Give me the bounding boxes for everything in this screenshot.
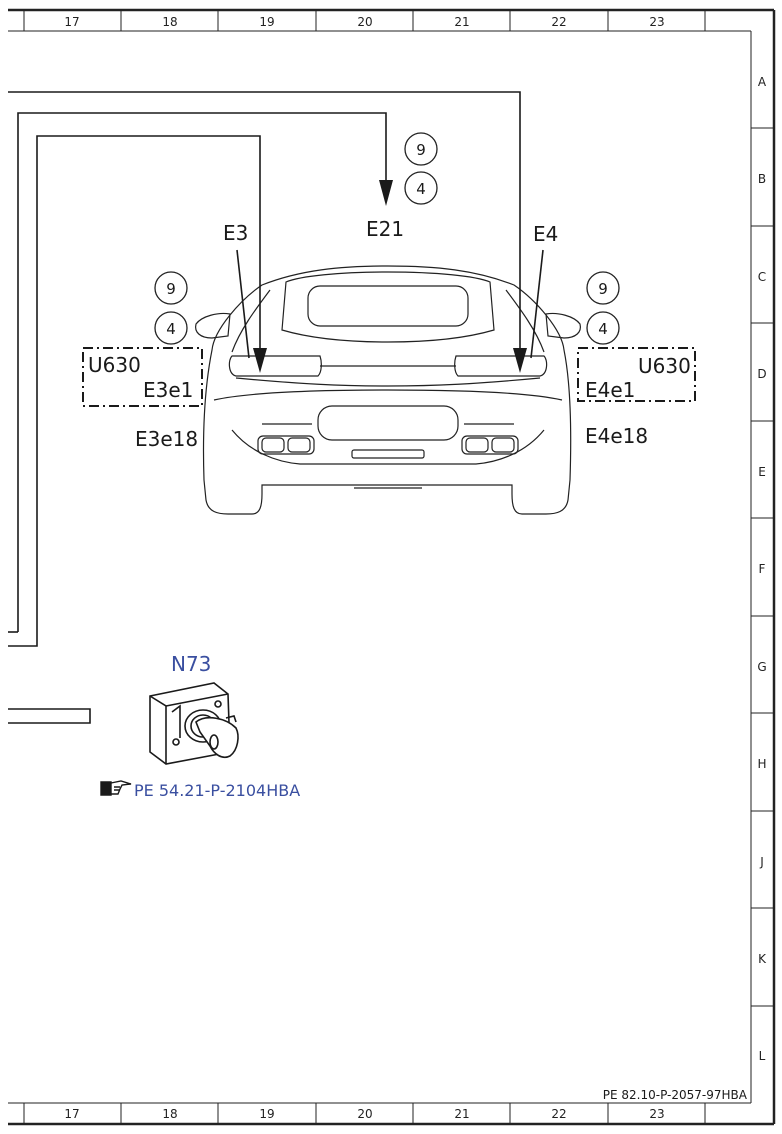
col-top-18: 18 — [162, 15, 177, 29]
col-top-19: 19 — [259, 15, 274, 29]
circle-top-9: 9 — [404, 132, 438, 166]
col-bottom-23: 23 — [649, 1107, 664, 1121]
ignition-switch-icon — [149, 682, 239, 765]
circle-top-4: 4 — [404, 171, 438, 205]
row-letter-g: G — [757, 660, 766, 674]
row-letter-e: E — [758, 465, 766, 479]
circle-left-9: 9 — [154, 271, 188, 305]
label-e4e1[interactable]: E4e1 — [585, 378, 635, 402]
row-letter-j: J — [759, 855, 764, 869]
col-top-22: 22 — [551, 15, 566, 29]
row-letter-d: D — [757, 367, 766, 381]
arrow-e21 — [379, 180, 393, 206]
col-bottom-22: 22 — [551, 1107, 566, 1121]
circle-right-9-text: 9 — [598, 280, 608, 298]
sheet-frame — [8, 8, 776, 1126]
row-letter-f: F — [759, 562, 766, 576]
column-numbers-top: 17 18 19 20 21 22 23 — [64, 15, 664, 29]
col-top-20: 20 — [357, 15, 372, 29]
wire-arrowheads — [253, 180, 527, 373]
label-e21[interactable]: E21 — [366, 217, 404, 241]
column-numbers-bottom: 17 18 19 20 21 22 23 — [64, 1107, 664, 1121]
row-letters: A B C D E F G H J K L — [757, 75, 767, 1063]
circle-top-4-text: 4 — [416, 180, 426, 198]
left-mirror — [195, 312, 231, 339]
circle-right-4-text: 4 — [598, 320, 608, 338]
label-e3e1[interactable]: E3e1 — [143, 378, 193, 402]
circle-top-9-text: 9 — [416, 141, 426, 159]
box-u630-right — [577, 347, 696, 402]
row-letter-k: K — [758, 952, 767, 966]
col-top-21: 21 — [454, 15, 469, 29]
row-letter-b: B — [758, 172, 766, 186]
circle-right-9: 9 — [586, 271, 620, 305]
circle-left-4: 4 — [154, 311, 188, 345]
col-bottom-18: 18 — [162, 1107, 177, 1121]
label-e3e18[interactable]: E3e18 — [135, 427, 198, 451]
label-u630-right[interactable]: U630 — [638, 354, 691, 378]
pointing-hand-icon — [100, 780, 132, 796]
col-top-17: 17 — [64, 15, 79, 29]
label-e4[interactable]: E4 — [533, 222, 558, 246]
wires — [8, 91, 521, 724]
car-rear-view — [195, 265, 581, 515]
leader-lines — [236, 249, 544, 359]
circled-numbers: 9 4 9 4 9 4 — [154, 132, 620, 345]
col-bottom-20: 20 — [357, 1107, 372, 1121]
row-letter-c: C — [758, 270, 766, 284]
circle-right-4: 4 — [586, 311, 620, 345]
row-letter-l: L — [759, 1049, 766, 1063]
col-bottom-21: 21 — [454, 1107, 469, 1121]
component-boxes — [82, 347, 696, 407]
arrow-e3 — [253, 348, 267, 373]
circle-left-4-text: 4 — [166, 320, 176, 338]
document-id: PE 82.10-P-2057-97HBA — [603, 1088, 748, 1102]
ref-link-text[interactable]: PE 54.21-P-2104HBA — [134, 781, 300, 800]
row-letter-h: H — [757, 757, 766, 771]
label-u630-left[interactable]: U630 — [88, 353, 141, 377]
arrow-e4 — [513, 348, 527, 373]
ref-link[interactable]: PE 54.21-P-2104HBA — [100, 780, 300, 800]
label-e4e18[interactable]: E4e18 — [585, 424, 648, 448]
box-u630-left — [82, 347, 203, 407]
row-letter-a: A — [758, 75, 767, 89]
right-mirror — [545, 312, 581, 339]
col-bottom-17: 17 — [64, 1107, 79, 1121]
label-e3[interactable]: E3 — [223, 221, 248, 245]
circle-left-9-text: 9 — [166, 280, 176, 298]
col-bottom-19: 19 — [259, 1107, 274, 1121]
label-n73[interactable]: N73 — [171, 652, 211, 676]
component-labels: E21 E3 E4 U630 E3e1 U630 E4e1 E3e18 E4e1… — [88, 217, 691, 676]
col-top-23: 23 — [649, 15, 664, 29]
